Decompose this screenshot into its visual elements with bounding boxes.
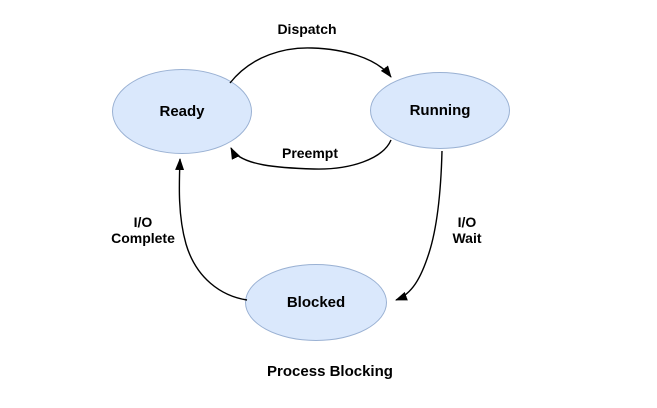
io-complete-label: I/O Complete xyxy=(93,214,193,246)
preempt-label: Preempt xyxy=(281,145,339,161)
io-complete-label-line1: I/O xyxy=(133,214,153,230)
state-label-blocked: Blocked xyxy=(286,294,346,311)
io-wait-label: I/O Wait xyxy=(417,214,517,246)
state-node-running: Running xyxy=(370,72,510,149)
io-complete-label-line2: Complete xyxy=(111,230,175,246)
state-node-blocked: Blocked xyxy=(245,264,387,341)
diagram-caption: Process Blocking xyxy=(267,363,393,380)
dispatch-arrow xyxy=(229,47,392,84)
state-label-ready: Ready xyxy=(159,103,205,120)
io-wait-label-line1: I/O xyxy=(457,214,477,230)
state-node-ready: Ready xyxy=(112,69,252,154)
dispatch-label: Dispatch xyxy=(277,21,337,37)
io-wait-label-line2: Wait xyxy=(452,230,482,246)
state-label-running: Running xyxy=(409,102,471,119)
